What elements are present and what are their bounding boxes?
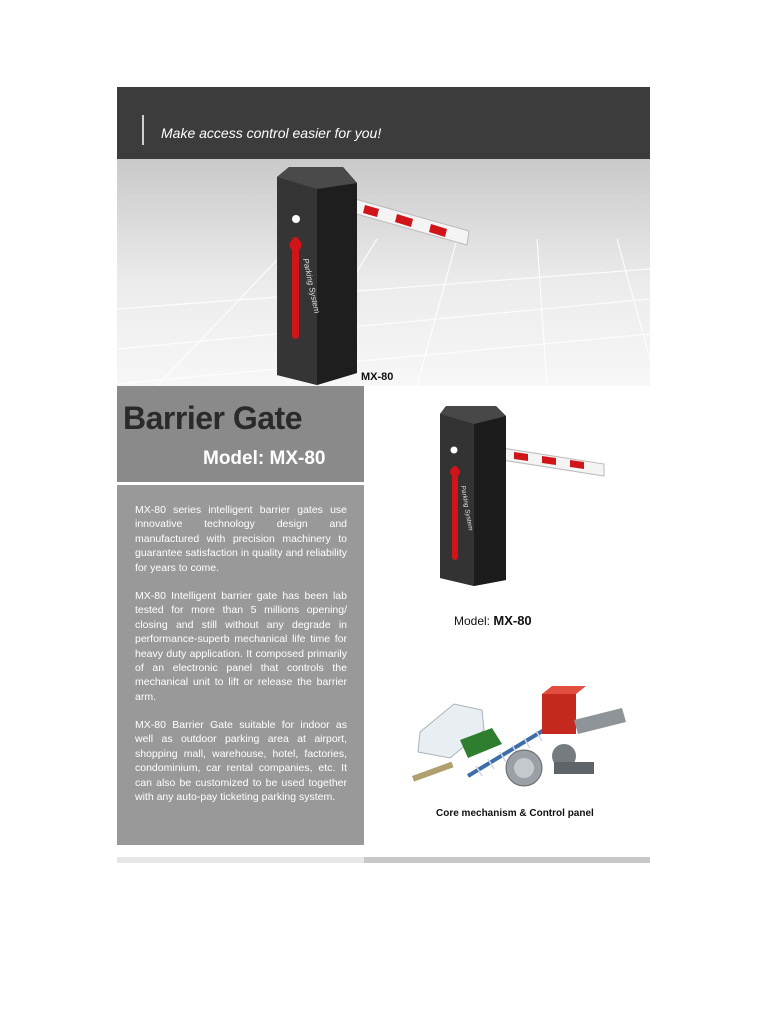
description-paragraph: MX-80 Barrier Gate suitable for indoor a…: [135, 719, 347, 804]
brochure-page: Make access control easier for you!: [117, 87, 650, 863]
hero-model-tag: MX-80: [361, 371, 394, 383]
barrier-cabinet: [277, 167, 357, 385]
header-bar: Make access control easier for you!: [117, 87, 650, 159]
hero-image: Parking System MX-80: [117, 159, 650, 386]
header-divider: [142, 115, 144, 145]
page-title: Barrier Gate: [123, 400, 302, 436]
model-subtitle: Model: MX-80: [203, 448, 326, 469]
core-mechanism-illustration: [411, 686, 626, 787]
floor-grid: [117, 238, 650, 386]
description-paragraph: MX-80 series intelligent barrier gates u…: [135, 504, 347, 574]
description-block: MX-80 series intelligent barrier gates u…: [117, 485, 364, 845]
boom-arm: [352, 198, 470, 246]
product-column: Parking System Model: MX-80: [364, 386, 650, 845]
product-model-caption: Model: MX-80: [454, 613, 532, 628]
product-illustration: Parking System: [440, 406, 605, 586]
title-block: Barrier Gate Model: MX-80: [117, 386, 364, 482]
bottom-strip: [117, 857, 650, 863]
barrier-gate-illustration: Parking System: [117, 167, 650, 386]
model-caption-prefix: Model:: [454, 614, 491, 628]
model-caption-value: MX-80: [493, 613, 532, 628]
core-mechanism-caption: Core mechanism & Control panel: [436, 808, 594, 819]
description-paragraph: MX-80 Intelligent barrier gate has been …: [135, 590, 347, 703]
header-tagline: Make access control easier for you!: [161, 125, 382, 141]
